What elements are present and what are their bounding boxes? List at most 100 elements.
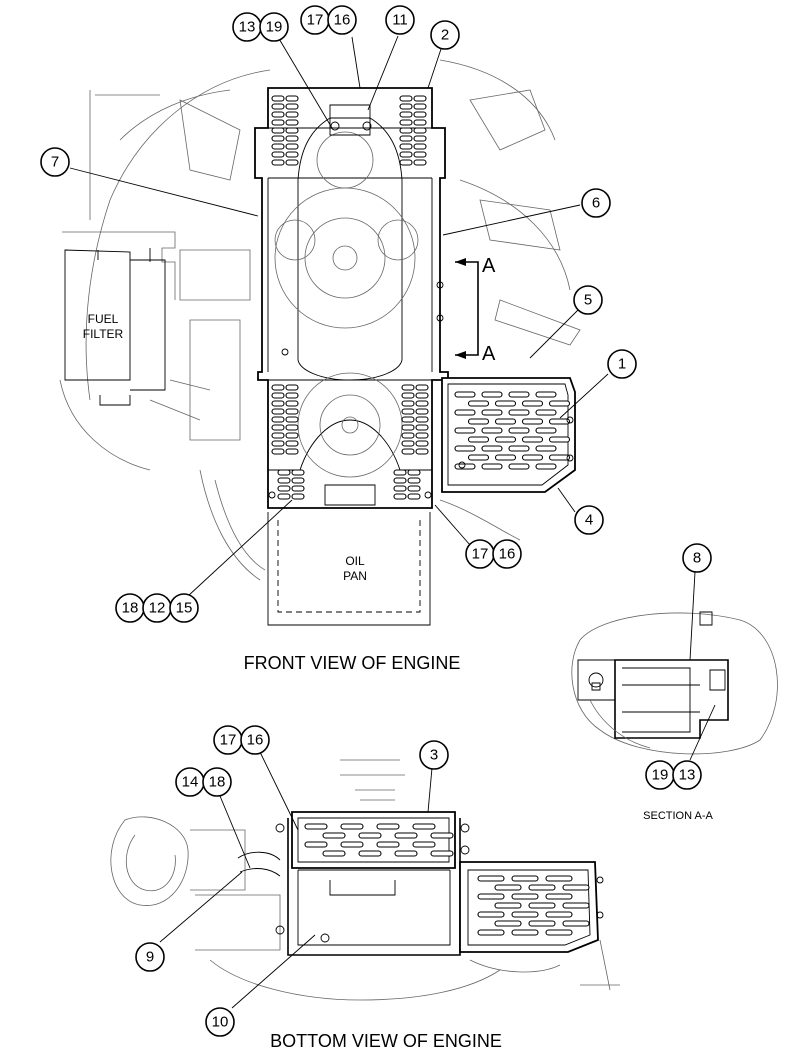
oil-pan-label-line2: PAN	[343, 569, 367, 583]
vent-slot	[548, 436, 571, 443]
vent-slot	[285, 135, 299, 142]
side-guard	[441, 377, 576, 493]
vent-slot	[285, 440, 299, 447]
svg-text:10: 10	[212, 1014, 229, 1031]
callout-12: 12	[142, 593, 172, 623]
callout-10: 10	[205, 1007, 235, 1037]
vent-slot	[494, 454, 517, 461]
vent-slot	[535, 409, 557, 416]
callout-19-top: 19	[259, 12, 289, 42]
callout-7: 7	[40, 147, 70, 177]
vent-slot	[548, 418, 571, 425]
vent-slot	[285, 448, 299, 455]
front-guard	[254, 87, 449, 509]
vent-slot	[481, 463, 503, 470]
vent-slot	[393, 485, 407, 492]
svg-text:15: 15	[176, 600, 193, 617]
svg-text:16: 16	[334, 12, 351, 29]
vent-slot	[508, 391, 530, 398]
vent-slot	[285, 384, 299, 391]
vent-slot	[285, 119, 299, 126]
vent-slot	[467, 454, 490, 461]
vent-slot	[467, 400, 490, 407]
vent-slot	[277, 485, 291, 492]
callout-2: 2	[430, 20, 460, 50]
svg-text:7: 7	[51, 154, 59, 171]
vent-slot	[415, 416, 429, 423]
fuel-filter: FUEL FILTER	[62, 231, 176, 406]
vent-slot	[399, 127, 413, 134]
vent-slot	[401, 408, 415, 415]
vent-slot	[535, 427, 557, 434]
callout-14: 14	[175, 767, 205, 797]
vent-slot	[562, 902, 590, 909]
vent-slot	[291, 469, 305, 476]
vent-slot	[508, 463, 530, 470]
vent-slot	[393, 477, 407, 484]
svg-text:9: 9	[146, 949, 154, 966]
vent-slot	[277, 469, 291, 476]
svg-text:13: 13	[239, 19, 256, 36]
vent-slot	[340, 841, 364, 848]
vent-slot	[394, 832, 418, 839]
vent-slot	[477, 875, 505, 882]
vent-slot	[412, 823, 436, 830]
vent-slot	[285, 95, 299, 102]
vent-slot	[401, 448, 415, 455]
callout-3: 3	[419, 740, 449, 770]
svg-text:19: 19	[266, 19, 283, 36]
vent-slot	[271, 103, 285, 110]
vent-slot	[285, 432, 299, 439]
vent-slot	[407, 469, 421, 476]
vent-slot	[511, 929, 539, 936]
vent-slot	[467, 418, 490, 425]
callout-17-top: 17	[300, 5, 330, 35]
vent-slot	[511, 893, 539, 900]
vent-slot	[415, 448, 429, 455]
vent-slot	[304, 841, 328, 848]
vent-slot	[399, 119, 413, 126]
svg-text:5: 5	[584, 292, 592, 309]
vent-slot	[271, 392, 285, 399]
vent-slot	[407, 485, 421, 492]
vent-slot	[535, 463, 557, 470]
vent-slot	[415, 432, 429, 439]
svg-text:4: 4	[585, 512, 593, 529]
vent-slot	[401, 432, 415, 439]
vent-slot	[393, 469, 407, 476]
callout-11: 11	[385, 5, 415, 35]
vent-slot	[399, 151, 413, 158]
section-mark-bottom: A	[482, 343, 496, 365]
vent-slot	[285, 151, 299, 158]
vent-slot	[291, 477, 305, 484]
vent-slot	[413, 95, 427, 102]
vent-slot	[494, 920, 522, 927]
vent-slot	[413, 127, 427, 134]
vent-slot	[285, 159, 299, 166]
vent-slot	[521, 400, 544, 407]
vent-slot	[494, 436, 517, 443]
vent-slot	[285, 127, 299, 134]
svg-text:16: 16	[499, 546, 516, 563]
vent-slot	[271, 440, 285, 447]
vent-slot	[415, 384, 429, 391]
callout-6: 6	[581, 188, 611, 218]
callout-13-top: 13	[232, 12, 262, 42]
svg-text:18: 18	[209, 774, 226, 791]
bottom-guard	[237, 811, 604, 956]
vent-slot	[535, 445, 557, 452]
vent-slot	[521, 454, 544, 461]
vent-slot	[481, 409, 503, 416]
vent-slot	[407, 477, 421, 484]
vent-slot	[477, 929, 505, 936]
vent-slot	[548, 400, 571, 407]
callout-16-bot: 16	[240, 725, 270, 755]
vent-slot	[271, 448, 285, 455]
vent-slot	[415, 424, 429, 431]
vent-slot	[528, 884, 556, 891]
svg-text:14: 14	[182, 774, 199, 791]
callout-8: 8	[682, 543, 712, 573]
vent-slot	[277, 493, 291, 500]
vent-slot	[511, 875, 539, 882]
vent-slot	[277, 477, 291, 484]
